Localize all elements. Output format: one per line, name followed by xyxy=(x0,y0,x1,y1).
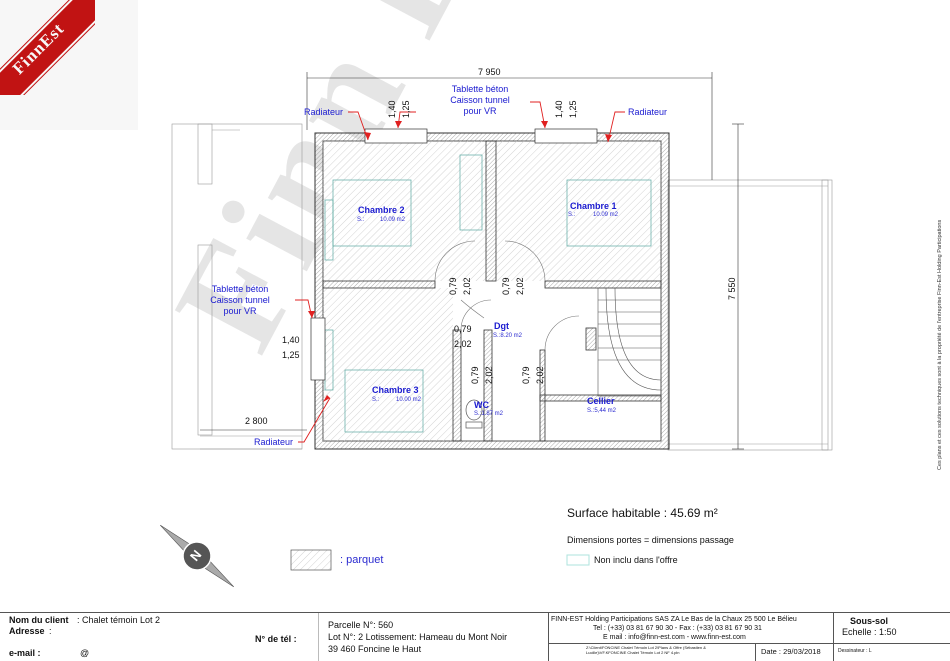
terrace-lines xyxy=(171,123,833,451)
tablette-top-line1: Tablette béton xyxy=(451,84,509,94)
surface-habitable: Surface habitable : 45.69 m² xyxy=(567,506,718,520)
radiateur-left: Radiateur xyxy=(254,437,294,447)
room-dgt-area: S.:8.20 m2 xyxy=(493,333,523,339)
parcelle: Parcelle N°: 560 xyxy=(328,620,394,630)
room-cellier-name: Cellier xyxy=(587,396,615,406)
door-cellier-h: 2,02 xyxy=(535,366,545,384)
tablette-left-line2: Caisson tunnel xyxy=(210,295,270,305)
stairs xyxy=(597,287,662,397)
room-wc-area: S.:1.87 m2 xyxy=(474,411,504,417)
floor-plan xyxy=(160,72,833,588)
room-cellier-area: S.:5,44 m2 xyxy=(587,408,617,414)
door-ch3-w: 0,79 xyxy=(454,324,472,334)
client-label: Nom du client xyxy=(9,615,69,625)
north-arrow-icon xyxy=(160,524,234,588)
door-wc-w: 0,79 xyxy=(470,366,480,384)
email-value: @ xyxy=(80,648,90,658)
room-dgt-name: Dgt xyxy=(494,321,509,331)
tablette-left-line3: pour VR xyxy=(223,306,257,316)
toilet xyxy=(465,399,483,429)
radiateur-top-left: Radiateur xyxy=(304,107,344,117)
room-chambre1-name: Chambre 1 xyxy=(570,201,617,211)
dim-left-terrace: 2 800 xyxy=(245,416,268,426)
arrow-heads xyxy=(308,121,612,402)
tablette-left-line1: Tablette béton xyxy=(211,284,269,294)
company-line2: Tel : (+33) 03 81 67 90 30 - Fax : (+33)… xyxy=(593,625,762,632)
dim-window-left-w: 1,25 xyxy=(282,350,300,360)
door-ch1-h: 2,02 xyxy=(515,277,525,295)
dim-top-width: 7 950 xyxy=(478,67,501,77)
date: Date : 29/03/2018 xyxy=(761,647,821,656)
side-note: Ces plans et ces solutions techniques so… xyxy=(937,219,943,470)
room-wc-name: WC xyxy=(474,400,489,410)
door-ch3-h: 2,02 xyxy=(454,339,472,349)
adresse-label: Adresse xyxy=(9,626,45,636)
windows xyxy=(310,128,598,381)
ville: 39 460 Foncine le Haut xyxy=(328,644,422,654)
level: Sous-sol xyxy=(850,616,889,626)
door-wc-h: 2,02 xyxy=(484,366,494,384)
dim-window-tl-w: 1,25 xyxy=(401,100,411,118)
parquet-swatch xyxy=(290,549,332,571)
path-line1: Z:\Client\FONCINE Chalet Témoin Lot 2\Pl… xyxy=(586,645,706,650)
scale: Echelle : 1:50 xyxy=(842,627,897,637)
door-ch2-h: 2,02 xyxy=(462,277,472,295)
door-swings xyxy=(434,240,580,351)
room-chambre2-area-label: S.: xyxy=(357,217,365,223)
dim-window-left-h: 1,40 xyxy=(282,335,300,345)
path-line2: Lucille)\VF.KFONCINE Chalet Témoin Lot 2… xyxy=(586,650,680,655)
door-ch1-w: 0,79 xyxy=(501,277,511,295)
parquet-zones xyxy=(323,141,661,441)
company-line3: E mail : info@finn-est.com - www.finn-es… xyxy=(603,634,746,641)
lot: Lot N°: 2 Lotissement: Hameau du Mont No… xyxy=(328,632,508,642)
designer: Dessinateur : L xyxy=(838,648,872,654)
room-chambre2-area: 10.09 m2 xyxy=(380,217,406,223)
dim-window-tr-h: 1,40 xyxy=(554,100,564,118)
dim-right-height: 7 550 xyxy=(727,277,737,300)
tablette-top-line2: Caisson tunnel xyxy=(450,95,510,105)
title-block: Nom du client : Chalet témoin Lot 2 Adre… xyxy=(0,612,950,661)
room-chambre1-area-label: S.: xyxy=(568,212,576,218)
email-label: e-mail : xyxy=(9,648,41,658)
parquet-legend-label: : parquet xyxy=(340,554,384,566)
tablette-top: Tablette béton Caisson tunnel pour VR xyxy=(440,84,520,117)
dim-window-tl-h: 1,40 xyxy=(387,100,397,118)
company-line1: FINN-EST Holding Participations SAS ZA L… xyxy=(551,616,797,623)
room-chambre3-area: 10.00 m2 xyxy=(396,397,422,403)
not-included-swatch xyxy=(566,554,590,566)
room-chambre2-name: Chambre 2 xyxy=(358,205,405,215)
tel-label: N° de tél : xyxy=(255,634,297,644)
radiateur-top-right: Radiateur xyxy=(628,107,668,117)
tablette-top-line3: pour VR xyxy=(463,106,497,116)
annotation-arrows xyxy=(295,101,625,443)
not-included-label: Non inclu dans l'offre xyxy=(594,555,678,565)
door-cellier-w: 0,79 xyxy=(521,366,531,384)
client-value: : Chalet témoin Lot 2 xyxy=(77,615,161,625)
doors-note: Dimensions portes = dimensions passage xyxy=(567,535,734,545)
room-chambre1-area: 10.09 m2 xyxy=(593,212,619,218)
interior-walls xyxy=(322,140,662,442)
room-chambre3-area-label: S.: xyxy=(372,397,380,403)
door-ch2-w: 0,79 xyxy=(448,277,458,295)
tablette-left: Tablette béton Caisson tunnel pour VR xyxy=(200,284,280,317)
dim-window-tr-w: 1,25 xyxy=(568,100,578,118)
room-chambre3-name: Chambre 3 xyxy=(372,385,419,395)
adresse-value: : xyxy=(49,626,52,636)
dimension-lines xyxy=(200,72,744,450)
